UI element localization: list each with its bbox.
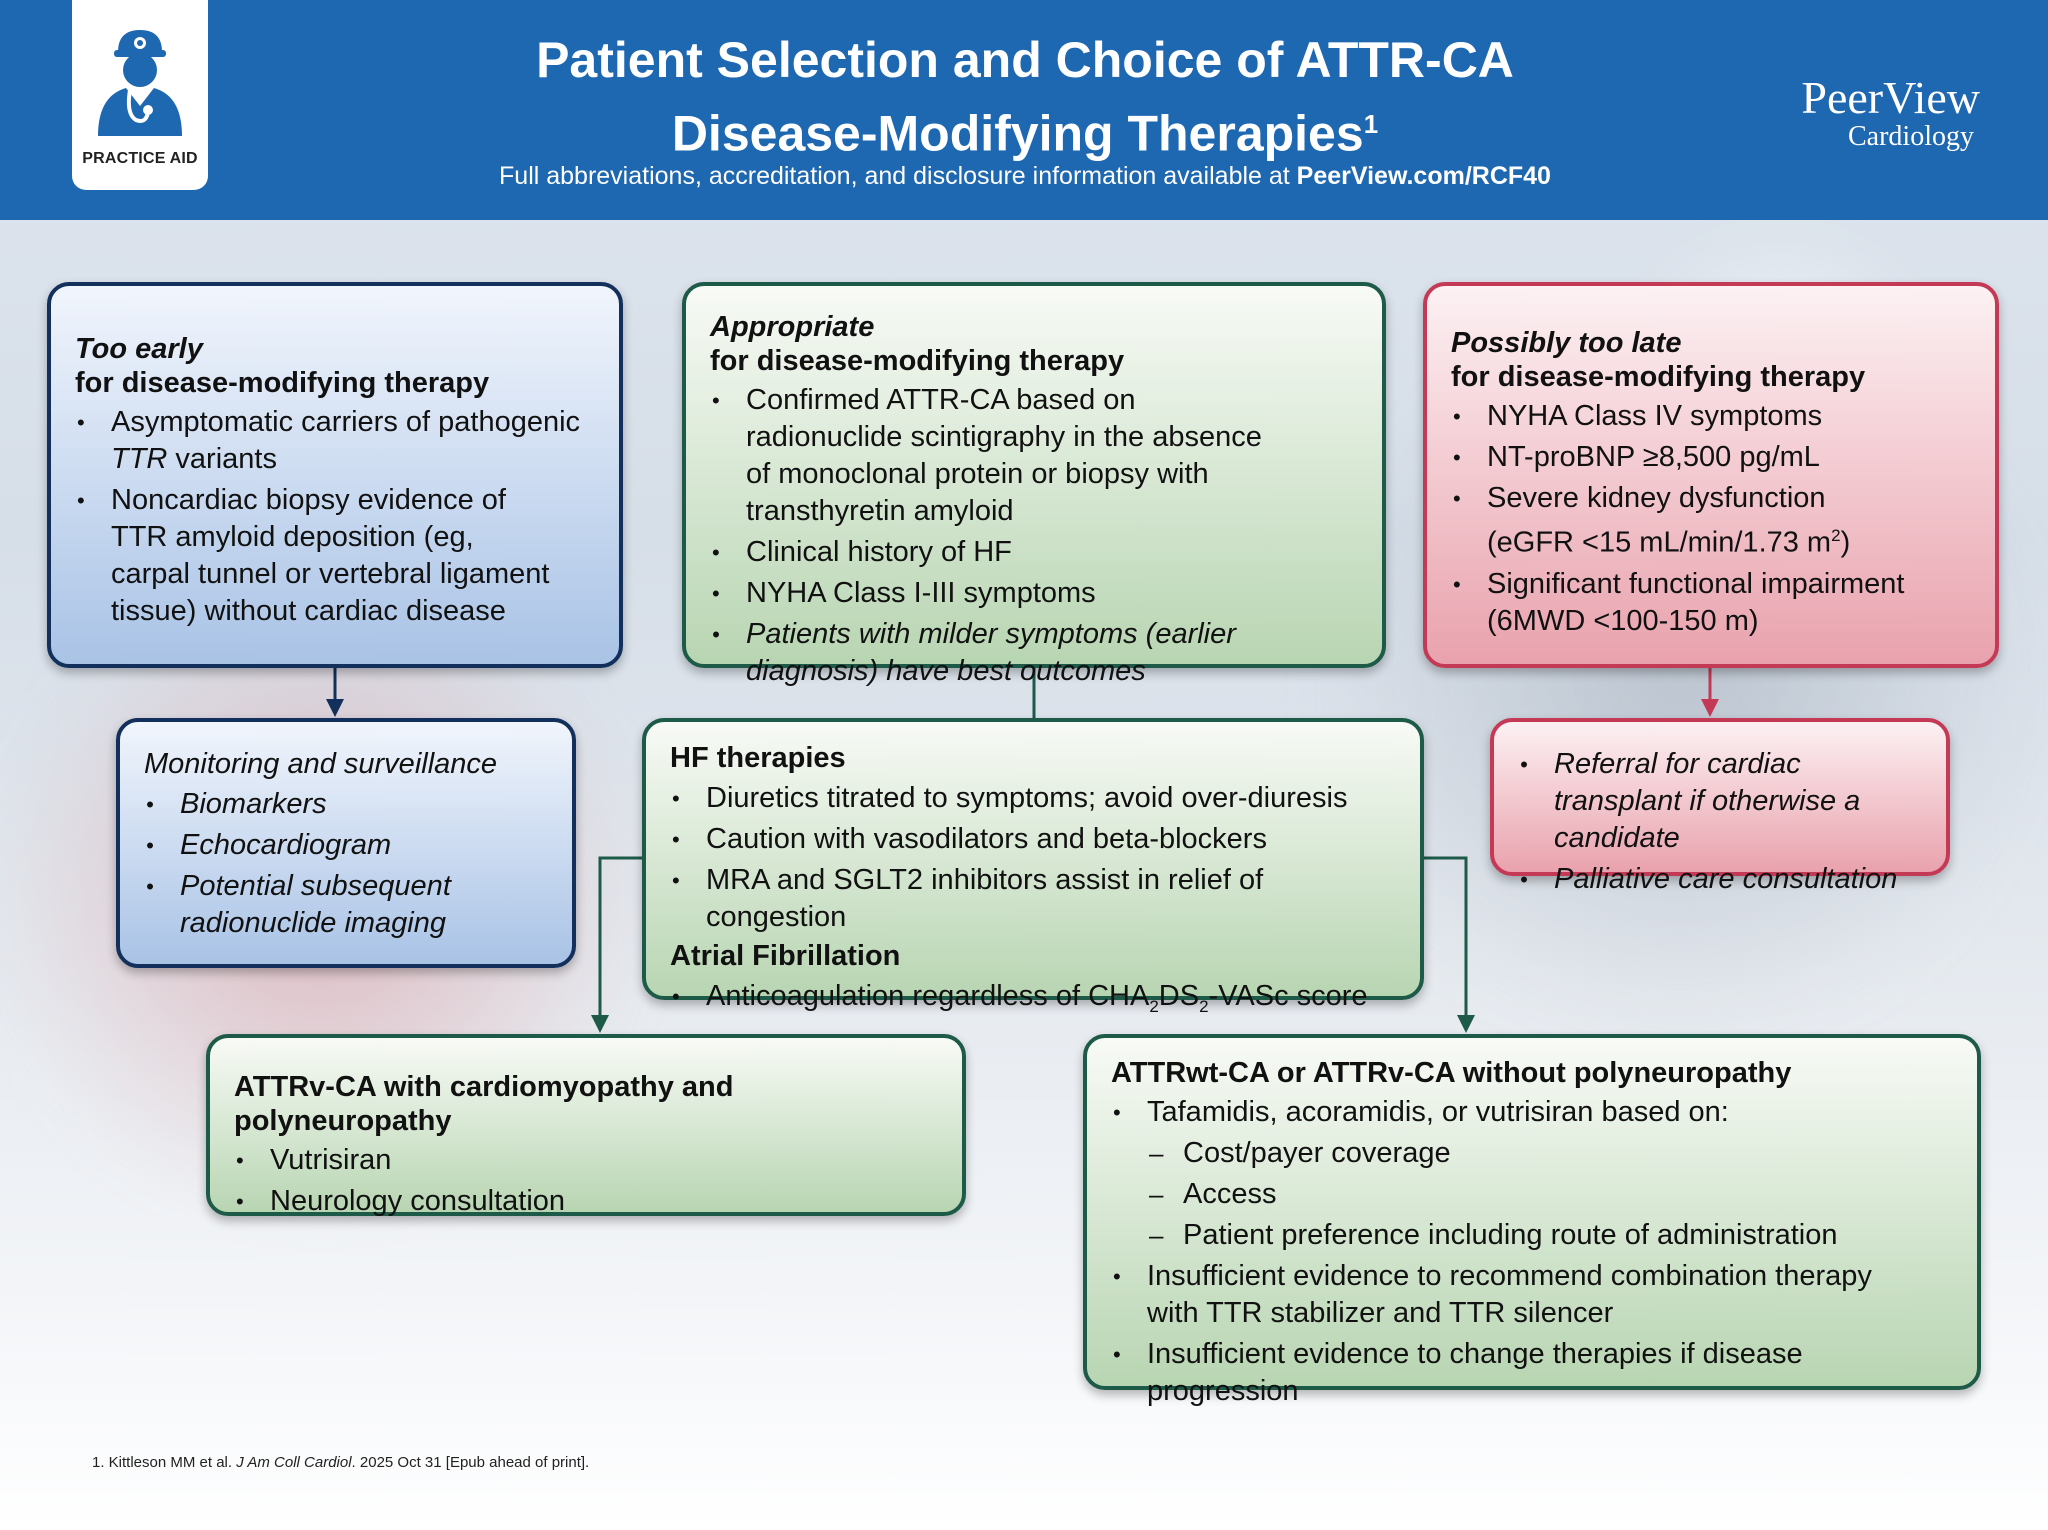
list-item: NYHA Class I-III symptoms	[710, 575, 1358, 612]
list-item-text: Anticoagulation regardless of CHA	[706, 980, 1149, 1012]
attrwt-title: ATTRwt-CA or ATTRv-CA without polyneurop…	[1111, 1056, 1953, 1090]
sub-list-item: Patient preference including route of ad…	[1111, 1217, 1953, 1254]
too-early-title: Too early for disease-modifying therapy	[75, 332, 595, 400]
sub-list-item: Cost/payer coverage	[1111, 1135, 1953, 1172]
attrwt-box: ATTRwt-CA or ATTRv-CA without polyneurop…	[1083, 1034, 1981, 1390]
list-item: MRA and SGLT2 inhibitors assist in relie…	[670, 862, 1396, 936]
attrv-list: Vutrisiran Neurology consultation	[234, 1142, 938, 1220]
list-item: Anticoagulation regardless of CHA2DS2-VA…	[670, 978, 1396, 1025]
list-item: Tafamidis, acoramidis, or vutrisiran bas…	[1111, 1094, 1953, 1131]
monitoring-list: Biomarkers Echocardiogram Potential subs…	[144, 786, 548, 942]
list-item-text: DS	[1159, 980, 1199, 1012]
appropriate-list: Confirmed ATTR-CA based on radionuclide …	[710, 382, 1358, 690]
too-late-title: Possibly too late for disease-modifying …	[1451, 326, 1971, 394]
list-item-italic: TTR	[111, 443, 167, 475]
too-late-title-italic: Possibly too late	[1451, 327, 1681, 359]
too-late-list: NYHA Class IV symptoms NT-proBNP ≥8,500 …	[1451, 398, 1971, 640]
footnote-journal: J Am Coll Cardiol	[236, 1454, 351, 1471]
footnote-text: 1. Kittleson MM et al.	[92, 1454, 236, 1471]
list-item: Patients with milder symptoms (earlier d…	[710, 616, 1358, 690]
list-item: Significant functional impairment (6MWD <…	[1451, 566, 1971, 640]
list-item: Confirmed ATTR-CA based on radionuclide …	[710, 382, 1358, 530]
monitoring-title: Monitoring and surveillance	[144, 746, 548, 782]
arrow-hf-to-attrv	[600, 858, 642, 1024]
list-item-text: )	[1841, 527, 1851, 559]
list-item-text: Asymptomatic carriers of pathogenic	[111, 406, 580, 438]
list-item: Palliative care consultation	[1518, 861, 1922, 898]
list-item: Neurology consultation	[234, 1183, 938, 1220]
atrial-fibrillation-title: Atrial Fibrillation	[670, 938, 1396, 974]
list-item-text: (6MWD <100-150 m)	[1487, 605, 1759, 637]
attrv-title: ATTRv-CA with cardiomyopathy and polyneu…	[234, 1070, 938, 1138]
list-item: Insufficient evidence to change therapie…	[1111, 1336, 1953, 1410]
list-item: Potential subsequent radionuclide imagin…	[144, 868, 548, 942]
list-item-text: -VASc score	[1209, 980, 1368, 1012]
footnote: 1. Kittleson MM et al. J Am Coll Cardiol…	[92, 1454, 589, 1471]
sub-list-item: Access	[1111, 1176, 1953, 1213]
list-item: Caution with vasodilators and beta-block…	[670, 821, 1396, 858]
list-item: Insufficient evidence to recommend combi…	[1111, 1258, 1953, 1332]
list-item: NT-proBNP ≥8,500 pg/mL	[1451, 439, 1971, 476]
footnote-text: . 2025 Oct 31 [Epub ahead of print].	[352, 1454, 590, 1471]
too-late-title-rest: for disease-modifying therapy	[1451, 361, 1865, 393]
atrial-fibrillation-list: Anticoagulation regardless of CHA2DS2-VA…	[670, 978, 1396, 1025]
list-item-text: (eGFR <15 mL/min/1.73 m	[1487, 527, 1831, 559]
monitoring-box: Monitoring and surveillance Biomarkers E…	[116, 718, 576, 968]
attrv-box: ATTRv-CA with cardiomyopathy and polyneu…	[206, 1034, 966, 1216]
appropriate-title: Appropriate for disease-modifying therap…	[710, 310, 1358, 378]
list-item: Noncardiac biopsy evidence of TTR amyloi…	[75, 482, 595, 630]
referral-list: Referral for cardiac transplant if other…	[1518, 746, 1922, 898]
too-early-box: Too early for disease-modifying therapy …	[47, 282, 623, 668]
hf-therapies-title: HF therapies	[670, 740, 1396, 776]
list-item: Biomarkers	[144, 786, 548, 823]
subscript: 2	[1199, 997, 1208, 1016]
hf-therapies-list: Diuretics titrated to symptoms; avoid ov…	[670, 780, 1396, 936]
arrow-hf-to-attrwt	[1424, 858, 1466, 1024]
hf-therapies-box: HF therapies Diuretics titrated to sympt…	[642, 718, 1424, 1000]
list-item: Echocardiogram	[144, 827, 548, 864]
list-item: Diuretics titrated to symptoms; avoid ov…	[670, 780, 1396, 817]
list-item-text: Significant functional impairment	[1487, 568, 1904, 600]
superscript: 2	[1831, 526, 1840, 545]
list-item-text: Severe kidney dysfunction	[1487, 482, 1826, 514]
attrwt-list: Tafamidis, acoramidis, or vutrisiran bas…	[1111, 1094, 1953, 1410]
list-item-text: variants	[167, 443, 277, 475]
appropriate-title-rest: for disease-modifying therapy	[710, 345, 1124, 377]
list-item: Referral for cardiac transplant if other…	[1518, 746, 1922, 857]
too-early-title-italic: Too early	[75, 333, 203, 365]
list-item: NYHA Class IV symptoms	[1451, 398, 1971, 435]
referral-box: Referral for cardiac transplant if other…	[1490, 718, 1950, 876]
appropriate-box: Appropriate for disease-modifying therap…	[682, 282, 1386, 668]
list-item: Clinical history of HF	[710, 534, 1358, 571]
too-early-title-rest: for disease-modifying therapy	[75, 367, 489, 399]
list-item: Severe kidney dysfunction (eGFR <15 mL/mi…	[1451, 480, 1971, 562]
appropriate-title-italic: Appropriate	[710, 311, 874, 343]
list-item: Vutrisiran	[234, 1142, 938, 1179]
too-late-box: Possibly too late for disease-modifying …	[1423, 282, 1999, 668]
subscript: 2	[1149, 997, 1158, 1016]
